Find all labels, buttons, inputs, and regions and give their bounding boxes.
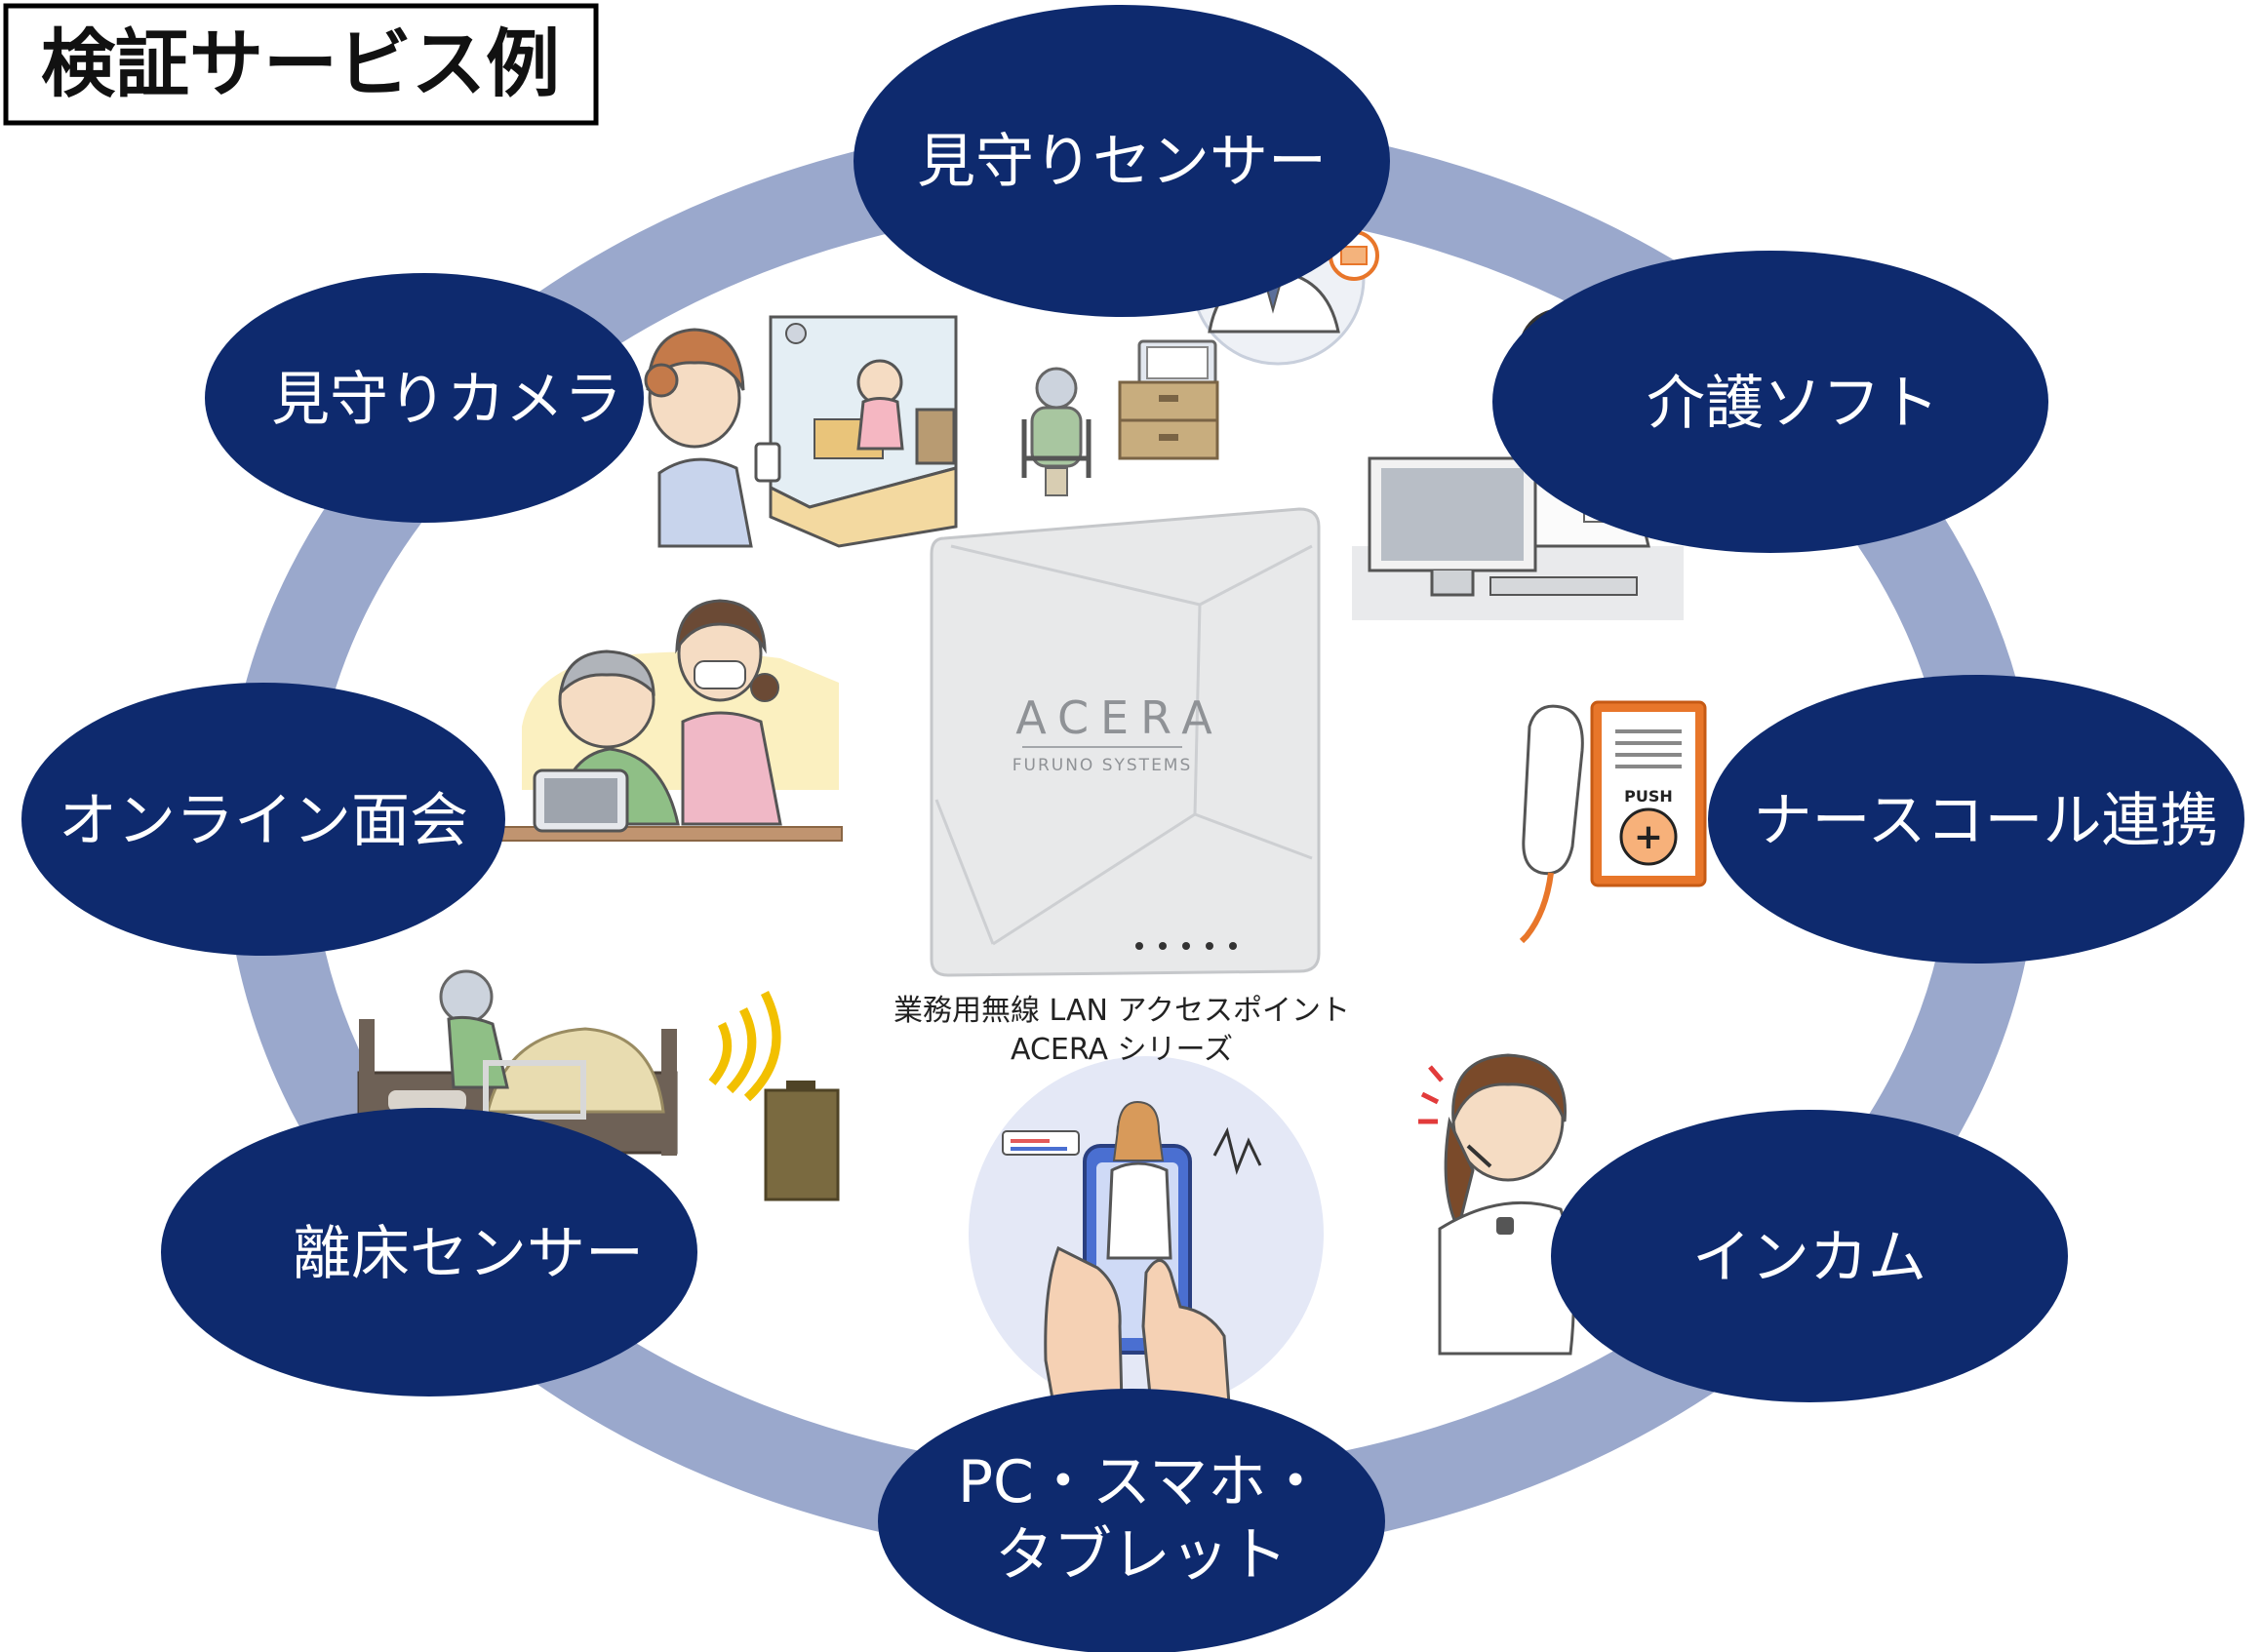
hub-caption-line1: 業務用無線 LAN アクセスポイント	[893, 994, 1350, 1028]
push-button-icon	[1619, 807, 1678, 866]
bubble-online-visit: オンライン面会	[21, 683, 505, 956]
phone-icon	[754, 442, 781, 483]
wireless-signal-icon	[708, 990, 781, 1102]
label-care-software: 介護ソフト	[1647, 370, 1939, 438]
label-monitor-sensor: 見守りセンサー	[917, 128, 1327, 196]
page-title: 検証サービス例	[41, 20, 560, 107]
waveform-icon	[1212, 1126, 1262, 1175]
bubble-nurse-call: ナースコール連携	[1708, 675, 2244, 964]
status-leds	[1135, 942, 1237, 950]
label-intercom: インカム	[1692, 1224, 1926, 1292]
online-visit-illustration	[495, 599, 843, 842]
label-bed-sensor: 離床センサー	[293, 1220, 644, 1288]
brand-logo: ACERA	[1015, 691, 1223, 744]
svg-text:+: +	[1634, 817, 1663, 857]
alert-marks	[1418, 1065, 1444, 1124]
push-label: PUSH	[1624, 787, 1673, 806]
speaker-grille	[1615, 729, 1682, 768]
label-online-visit: オンライン面会	[59, 787, 468, 855]
maker-logo: FURUNO SYSTEMS	[1012, 756, 1193, 775]
bubble-monitor-sensor: 見守りセンサー	[854, 5, 1390, 317]
resident-cabinet-illustration	[1021, 339, 1219, 496]
label-monitor-camera: 見守りカメラ	[271, 366, 622, 434]
label-devices-line2: タブレット	[995, 1521, 1288, 1590]
devices-illustration	[969, 1056, 1324, 1411]
access-point-device: ACERA FURUNO SYSTEMS	[930, 507, 1321, 977]
nurse-call-illustration: PUSH +	[1519, 700, 1707, 944]
bubble-devices: PC・スマホ・ タブレット	[878, 1389, 1385, 1652]
intercom-illustration	[1418, 1053, 1575, 1356]
hub-caption-line2: ACERA シリーズ	[1011, 1033, 1233, 1067]
camera-illustration	[644, 315, 958, 548]
bubble-bed-sensor: 離床センサー	[161, 1108, 697, 1396]
bubble-intercom: インカム	[1551, 1110, 2068, 1402]
title-box: 検証サービス例	[3, 3, 599, 126]
bubble-monitor-camera: 見守りカメラ	[205, 273, 644, 523]
bubble-care-software: 介護ソフト	[1492, 251, 2048, 553]
label-devices-line1: PC・スマホ・	[958, 1448, 1325, 1516]
label-nurse-call: ナースコール連携	[1754, 787, 2219, 855]
